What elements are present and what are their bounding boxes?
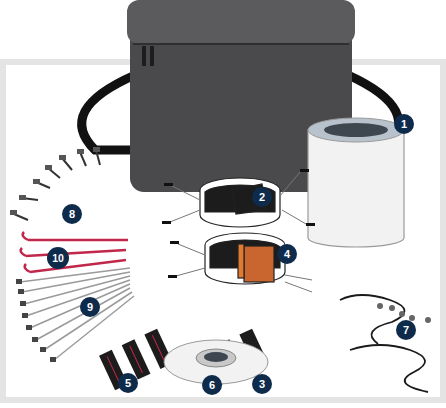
callout-number: 3 <box>252 374 272 394</box>
callout-number: 6 <box>202 375 222 395</box>
callout-number: 5 <box>118 373 138 393</box>
callout-number: 7 <box>396 320 416 340</box>
callout-number: 9 <box>80 297 100 317</box>
callout-number: 2 <box>252 187 272 207</box>
callout-number: 10 <box>47 247 69 269</box>
callout-number: 4 <box>277 244 297 264</box>
callout-number: 8 <box>62 204 82 224</box>
callout-number: 1 <box>394 114 414 134</box>
